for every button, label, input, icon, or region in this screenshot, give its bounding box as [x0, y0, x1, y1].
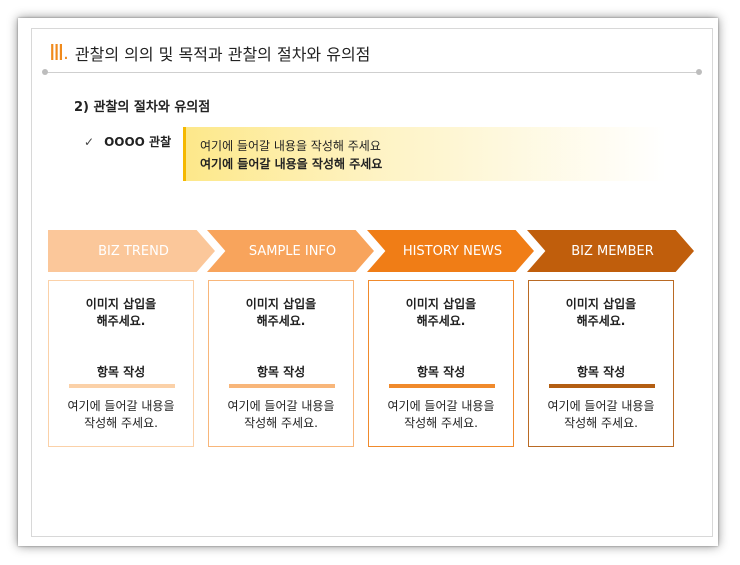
- card-desc-line-1: 여기에 들어갈 내용을: [547, 399, 655, 413]
- card-underline: [229, 384, 335, 388]
- card-desc-line-1: 여기에 들어갈 내용을: [67, 399, 175, 413]
- step-arrow: SAMPLE INFO: [207, 230, 374, 272]
- section-subtitle: 2) 관찰의 절차와 유의점: [74, 100, 211, 115]
- card-desc-line-1: 여기에 들어갈 내용을: [387, 399, 495, 413]
- card-underline: [69, 384, 175, 388]
- card-title-line-2: 해주세요.: [576, 314, 626, 328]
- card-desc-line-1: 여기에 들어갈 내용을: [227, 399, 335, 413]
- divider-dot-left: [42, 69, 48, 75]
- step-arrow: BIZ TREND: [48, 230, 215, 272]
- card-desc-line-2: 작성해 주세요.: [564, 416, 638, 430]
- card-underline: [389, 384, 495, 388]
- card-heading: 항목 작성: [256, 365, 306, 379]
- check-label: OOOO 관찰: [104, 135, 172, 149]
- card-title-line-2: 해주세요.: [416, 314, 466, 328]
- step-arrow: HISTORY NEWS: [367, 230, 534, 272]
- step-arrow-label: SAMPLE INFO: [248, 243, 337, 259]
- card-heading: 항목 작성: [416, 365, 466, 379]
- card-title-line-2: 해주세요.: [256, 314, 306, 328]
- card-desc-line-2: 작성해 주세요.: [244, 416, 318, 430]
- roman-dot: .: [63, 42, 69, 64]
- slide: Ⅲ . 관찰의 의의 및 목적과 관찰의 절차와 유의점 2) 관찰의 절차와 …: [31, 28, 713, 537]
- roman-numeral: Ⅲ: [49, 40, 64, 65]
- step-arrow-label: BIZ MEMBER: [571, 243, 654, 259]
- card-underline: [549, 384, 655, 388]
- step-arrow-label: BIZ TREND: [98, 243, 169, 259]
- card-desc-line-2: 작성해 주세요.: [404, 416, 478, 430]
- divider-dot-right: [696, 69, 702, 75]
- slide-title-row: Ⅲ . 관찰의 의의 및 목적과 관찰의 절차와 유의점: [49, 40, 371, 65]
- highlight-box: 여기에 들어갈 내용을 작성해 주세요 여기에 들어갈 내용을 작성해 주세요: [183, 127, 666, 181]
- highlight-text-1: 여기에 들어갈 내용을 작성해 주세요: [200, 139, 381, 153]
- slide-title: 관찰의 의의 및 목적과 관찰의 절차와 유의점: [74, 45, 371, 64]
- card-desc-line-2: 작성해 주세요.: [84, 416, 158, 430]
- card-title-line-1: 이미지 삽입을: [405, 297, 477, 311]
- card-title-line-1: 이미지 삽입을: [85, 297, 157, 311]
- title-divider: [45, 72, 699, 73]
- step-arrow-label: HISTORY NEWS: [402, 243, 503, 259]
- step-arrow: BIZ MEMBER: [527, 230, 694, 272]
- card-title-line-2: 해주세요.: [96, 314, 146, 328]
- card-title-line-1: 이미지 삽입을: [565, 297, 637, 311]
- card-heading: 항목 작성: [96, 365, 146, 379]
- check-item: ✓ OOOO 관찰: [84, 133, 171, 150]
- checkmark-icon: ✓: [84, 134, 95, 149]
- highlight-text-2: 여기에 들어갈 내용을 작성해 주세요: [200, 157, 383, 171]
- card-heading: 항목 작성: [576, 365, 626, 379]
- card-title-line-1: 이미지 삽입을: [245, 297, 317, 311]
